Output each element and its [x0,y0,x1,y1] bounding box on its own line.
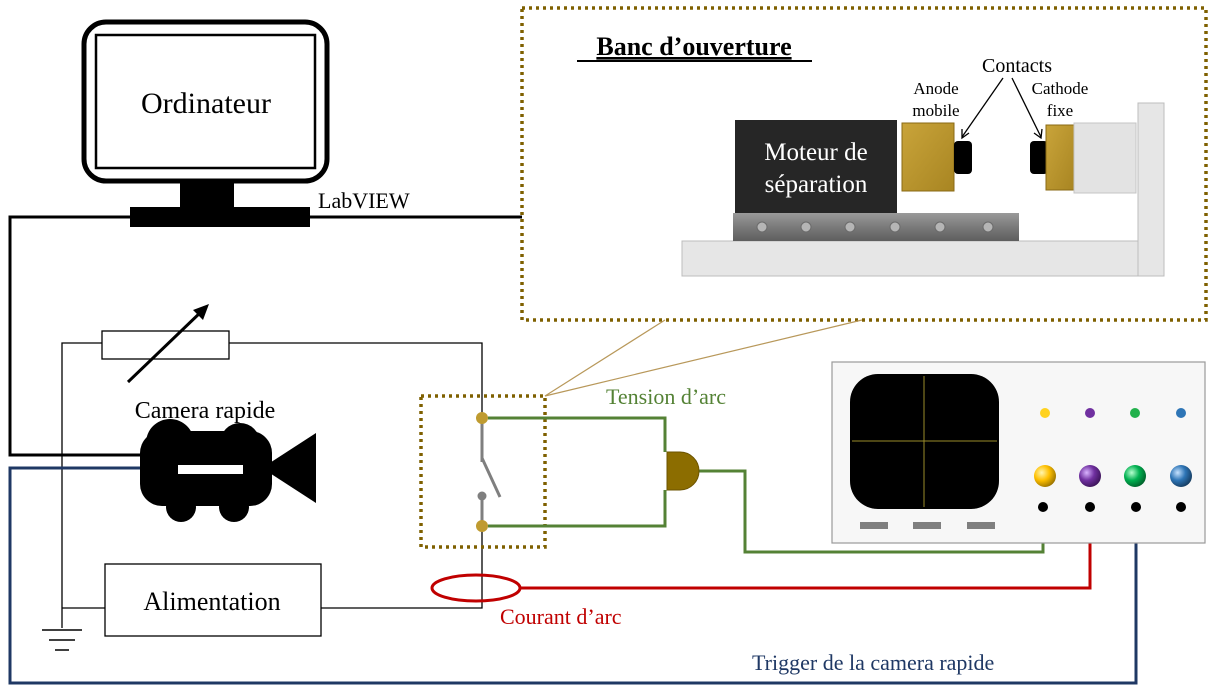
arc-voltage-label: Tension d’arc [606,384,726,409]
labview-label: LabVIEW [318,188,410,213]
bench-base [681,240,1165,277]
contacts-label: Contacts [982,55,1052,77]
channel-knob [1034,465,1056,487]
computer-label: Ordinateur [141,87,271,120]
channel-knob [1079,465,1101,487]
camera-lens-icon [262,433,316,503]
camera-reel-icon [146,419,194,467]
circuit-right-return [321,526,483,609]
channel-input-jack [1131,502,1141,512]
bench-upright [1137,102,1165,277]
monitor-screen [94,33,317,170]
arc-current-label: Courant d’arc [500,604,622,629]
voltage-probe-icon [666,451,700,491]
switch-zoom-frame [419,394,547,549]
contacts-pointer-arrows [961,77,1043,140]
rail-bolt [889,221,901,233]
motor-label-line2: séparation [765,171,868,198]
bench-zoom-panel: Banc d’ouverture Moteur de séparation Co… [520,6,1208,322]
voltage-wire-bottom [488,490,667,528]
contacts-arrow-cathode [1011,77,1042,138]
ground-icon [42,629,82,651]
channel-indicator [1085,408,1095,418]
camera-wheel-icon [166,492,196,522]
rail-bolts [756,221,994,233]
variable-resistor-arrow [126,304,209,384]
motor-label-line1: Moteur de [764,139,867,166]
anode-holder [901,122,955,192]
channel-input-jack [1176,502,1186,512]
guide-rail [733,213,1019,241]
switch-terminal-top [476,412,488,424]
camera-slot [178,465,243,474]
current-probe-loop [430,573,522,603]
contacts-switch [419,394,547,549]
rail-bolt [934,221,946,233]
computer: Ordinateur [81,19,330,227]
cathode-label-line2: fixe [1047,101,1073,120]
arrowhead [961,129,970,140]
computer-camera-wire [8,215,140,457]
anode-label-line2: mobile [912,101,959,120]
rail-bolt [756,221,768,233]
power-supply [104,563,322,637]
scope-button [913,522,941,529]
main-circuit [61,342,483,628]
channel-input-jack [1085,502,1095,512]
switch-blade [480,457,502,498]
anode-label-line1: Anode [913,79,958,98]
camera-label: Camera rapide [135,398,276,424]
cathode-support-block [1073,122,1137,194]
scope-button [860,522,888,529]
camera-reel-icon [220,423,260,463]
circuit-top-branch [229,342,483,418]
contacts-arrow-anode [961,77,1004,138]
cathode-contact [1030,141,1048,174]
rail-bolt [982,221,994,233]
channel-indicator [1130,408,1140,418]
bench-title: Banc d’ouverture [596,32,791,61]
arrowhead [1033,128,1043,140]
channel-indicator [1176,408,1186,418]
channel-input-jack [1038,502,1048,512]
rail-bolt [800,221,812,233]
channel-knob [1124,465,1146,487]
switch-terminal-bottom [476,520,488,532]
camera-trigger-label: Trigger de la camera rapide [752,650,994,675]
power-supply-label: Alimentation [143,587,280,616]
monitor-neck [180,181,234,207]
cathode-label-line1: Cathode [1032,79,1089,98]
zoom-line-right [544,319,863,397]
rail-bolt [844,221,856,233]
channel-knob [1170,465,1192,487]
fast-camera: Camera rapide [135,398,316,522]
camera-trigger-wire [8,466,1138,685]
cathode-holder [1045,124,1075,191]
camera-wheel-icon [219,492,249,522]
anode-contact [954,141,972,174]
circuit-left-branch [61,342,102,610]
zoom-line-left [544,319,666,397]
scope-button [967,522,995,529]
channel-indicator [1040,408,1050,418]
voltage-wire-top [488,416,667,452]
oscilloscope [831,361,1206,544]
separation-motor [735,120,897,213]
monitor-stand [130,207,310,227]
